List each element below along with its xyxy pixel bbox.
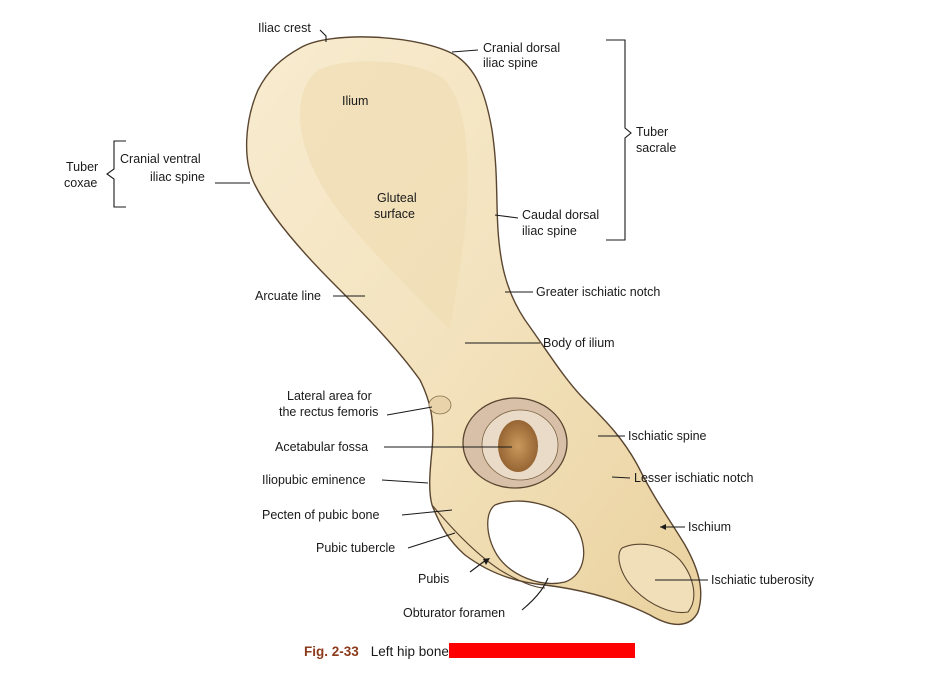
label-pubis: Pubis: [418, 572, 449, 586]
labels: Iliac crest Cranial dorsal iliac spine I…: [64, 21, 815, 620]
label-cranial-dorsal-2: iliac spine: [483, 56, 538, 70]
leader-lines: [106, 29, 708, 611]
figure-caption: Fig. 2-33 Left hip bone: [304, 643, 635, 659]
bracket-tuber-coxae: [106, 140, 126, 208]
leader-caudal-dorsal: [494, 214, 519, 219]
label-ilium: Ilium: [342, 94, 368, 108]
acetabular-fossa-shape: [498, 420, 538, 472]
ischiatic-tuberosity-shape: [618, 543, 695, 614]
label-cranial-ventral-1: Cranial ventral: [120, 152, 201, 166]
label-iliopubic-eminence: Iliopubic eminence: [262, 473, 366, 487]
leader-iliac-crest: [319, 29, 327, 42]
label-lateral-area-1: Lateral area for: [287, 389, 372, 403]
figure-title: Left hip bone: [370, 644, 449, 659]
leader-iliopubic: [381, 479, 429, 484]
label-ischiatic-spine: Ischiatic spine: [628, 429, 707, 443]
leader-lesser-ischiatic: [611, 476, 631, 479]
label-caudal-dorsal-2: iliac spine: [522, 224, 577, 238]
label-pecten: Pecten of pubic bone: [262, 508, 379, 522]
label-arcuate-line: Arcuate line: [255, 289, 321, 303]
label-acetabular-fossa: Acetabular fossa: [275, 440, 368, 454]
redaction-bar: [448, 643, 635, 658]
leader-cranial-dorsal: [451, 49, 479, 53]
gluteal-surface-shading: [300, 61, 468, 331]
label-ischiatic-tuberosity: Ischiatic tuberosity: [711, 573, 815, 587]
arrowhead-ischium: [660, 524, 666, 530]
label-lateral-area-2: the rectus femoris: [279, 405, 378, 419]
leader-pubis: [469, 559, 487, 573]
pubis-branch-edge: [431, 504, 546, 589]
label-tuber-sacrale-1: Tuber: [636, 125, 668, 139]
hip-bone-illustration: [245, 36, 702, 626]
leader-obturator: [521, 577, 549, 611]
leader-pecten: [401, 509, 453, 516]
label-cranial-ventral-2: iliac spine: [150, 170, 205, 184]
label-ischium: Ischium: [688, 520, 731, 534]
label-lesser-ischiatic-notch: Lesser ischiatic notch: [634, 471, 754, 485]
label-gluteal-1: Gluteal: [377, 191, 417, 205]
arrowhead-pubis: [483, 558, 490, 565]
label-greater-ischiatic-notch: Greater ischiatic notch: [536, 285, 660, 299]
label-obturator-foramen: Obturator foramen: [403, 606, 505, 620]
leader-lateral-area: [386, 406, 433, 416]
rectus-femoris-area: [428, 395, 452, 415]
figure-number: Fig. 2-33: [304, 644, 359, 659]
label-pubic-tubercle: Pubic tubercle: [316, 541, 395, 555]
label-tuber-coxae-2: coxae: [64, 176, 97, 190]
label-tuber-coxae-1: Tuber: [66, 160, 98, 174]
leader-pubic-tubercle: [407, 532, 456, 549]
label-cranial-dorsal-1: Cranial dorsal: [483, 41, 560, 55]
bracket-tuber-sacrale: [606, 39, 632, 241]
obturator-foramen-shape: [487, 500, 585, 585]
label-gluteal-2: surface: [374, 207, 415, 221]
label-body-of-ilium: Body of ilium: [543, 336, 615, 350]
label-iliac-crest: Iliac crest: [258, 21, 311, 35]
label-caudal-dorsal-1: Caudal dorsal: [522, 208, 599, 222]
label-tuber-sacrale-2: sacrale: [636, 141, 676, 155]
